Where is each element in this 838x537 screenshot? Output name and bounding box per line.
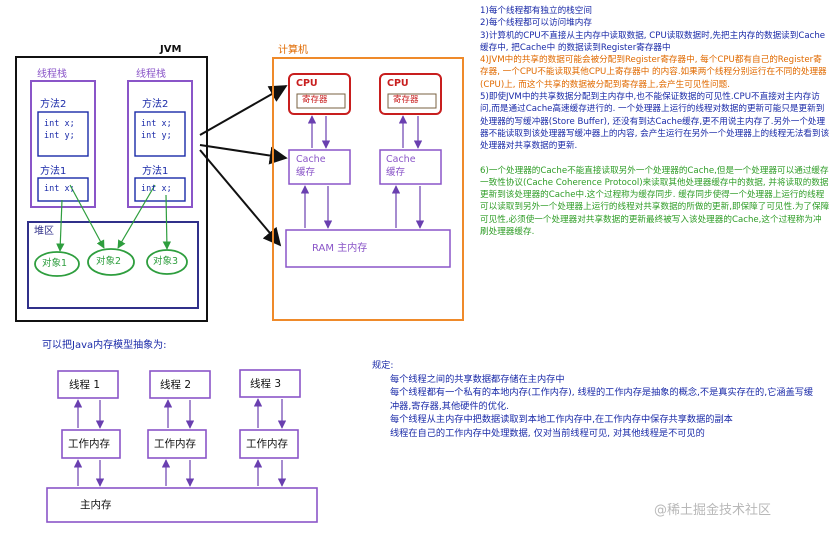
method2-right-label: 方法2 (142, 99, 169, 110)
heap-box (27, 221, 199, 309)
cache2-label-line1: Cache (386, 154, 416, 165)
note-1: 1)每个线程都有独立的栈空间 (480, 6, 592, 16)
ref-arrow-2 (69, 184, 105, 249)
object3-label: 对象3 (153, 256, 179, 267)
ref-arrow-3 (117, 184, 156, 249)
method1-left-int-x: int x; (44, 184, 75, 194)
notes-list: 1)每个线程都有独立的栈空间 2)每个线程都可以访问堆内存 3)计算机的CPU不… (480, 5, 830, 238)
thread-stack-right-label: 线程栈 (136, 69, 166, 80)
thread-stack-left (30, 80, 96, 208)
method2-left-int-y: int y; (44, 131, 75, 141)
working-memory3-box (239, 429, 299, 459)
ref-arrow-1 (56, 199, 65, 252)
watermark: @稀土掘金技术社区 (654, 503, 772, 518)
thread2-box (149, 370, 211, 399)
register2-label: 寄存器 (393, 95, 419, 105)
computer-title: 计算机 (278, 45, 308, 56)
cache1-label-line2: 缓存 (296, 167, 316, 178)
thread3-label: 线程 3 (250, 378, 282, 390)
method2-box-right (134, 111, 186, 157)
method1-box-right (134, 177, 186, 202)
thread1-box (57, 370, 119, 399)
map-arrow-3 (199, 149, 282, 247)
method1-left-label: 方法1 (40, 166, 67, 177)
method2-box-left (37, 111, 89, 157)
jvm-title: JVM (160, 44, 182, 55)
thread-stack-left-label: 线程栈 (37, 69, 67, 80)
cache2-box (379, 149, 442, 185)
ref-arrow-4 (162, 194, 172, 250)
rules-block: 规定: 每个线程之间的共享数据都存储在主内存中 每个线程都有一个私有的本地内存(… (372, 359, 818, 441)
working-memory1-box (61, 429, 121, 459)
working-memory2-label: 工作内存 (154, 438, 196, 450)
method2-left-int-x: int x; (44, 119, 75, 129)
note-2: 2)每个线程都可以访问堆内存 (480, 18, 592, 29)
main-memory-box (46, 487, 318, 523)
jvm-box (15, 56, 208, 322)
object2-ellipse (87, 248, 135, 276)
note-4: 4)JVM中的共享的数据可能会被分配到Register寄存器中, 每个CPU都有… (480, 55, 827, 90)
thread2-label: 线程 2 (160, 379, 192, 391)
working-memory3-label: 工作内存 (246, 438, 288, 450)
map-arrow-2 (199, 144, 288, 165)
cpu2-label: CPU (387, 78, 409, 89)
object3-ellipse (146, 249, 188, 275)
cpu2-box (379, 73, 442, 115)
method1-right-label: 方法1 (142, 166, 169, 177)
note-3: 3)计算机的CPU不直接从主内存中读取数据, CPU读取数据时,先把主内存的数据… (480, 30, 826, 53)
heap-label: 堆区 (34, 226, 54, 237)
model-title: 可以把Java内存模型抽象为: (42, 340, 167, 351)
method2-right-int-y: int y; (141, 131, 172, 141)
note-6: 6)一个处理器的Cache不能直接读取另外一个处理器的Cache,但是一个处理器… (480, 165, 830, 238)
method1-box-left (37, 177, 89, 202)
rule-2: 每个线程都有一个私有的本地内存(工作内存), 线程的工作内存是抽象的概念,不是真… (390, 387, 814, 412)
thread3-box (239, 369, 301, 398)
cpu1-label: CPU (296, 78, 318, 89)
method2-right-int-x: int x; (141, 119, 172, 129)
rule-4: 线程在自己的工作内存中处理数据, 仅对当前线程可见, 对其他线程是不可见的 (390, 427, 705, 439)
cache2-label-line2: 缓存 (386, 167, 406, 178)
object2-label: 对象2 (96, 256, 122, 267)
main-memory-label: 主内存 (80, 499, 112, 511)
cache1-box (288, 149, 351, 185)
cpu1-box (288, 73, 351, 115)
thread-stack-right (127, 80, 193, 208)
working-memory1-label: 工作内存 (68, 438, 110, 450)
object1-ellipse (34, 251, 80, 277)
map-arrow-1 (199, 85, 288, 136)
rules-title: 规定: (372, 360, 394, 371)
ram-label: RAM 主内存 (312, 243, 368, 254)
register2-box (387, 93, 437, 109)
object1-label: 对象1 (42, 258, 68, 269)
ram-box (285, 229, 451, 268)
cache1-label-line1: Cache (296, 154, 326, 165)
rule-3: 每个线程从主内存中把数据读取到本地工作内存中,在工作内存中保存共享数据的副本 (390, 414, 733, 426)
register1-box (296, 93, 346, 109)
note-5: 5)即使JVM中的共享数据分配到主内存中,也不能保证数据的可见性.CPU不直接对… (480, 92, 830, 152)
thread1-label: 线程 1 (69, 379, 101, 391)
method2-left-label: 方法2 (40, 99, 67, 110)
working-memory2-box (147, 429, 207, 459)
computer-box (272, 57, 464, 321)
method1-right-int-x: int x; (141, 184, 172, 194)
rule-1: 每个线程之间的共享数据都存储在主内存中 (390, 373, 565, 385)
register1-label: 寄存器 (302, 95, 328, 105)
